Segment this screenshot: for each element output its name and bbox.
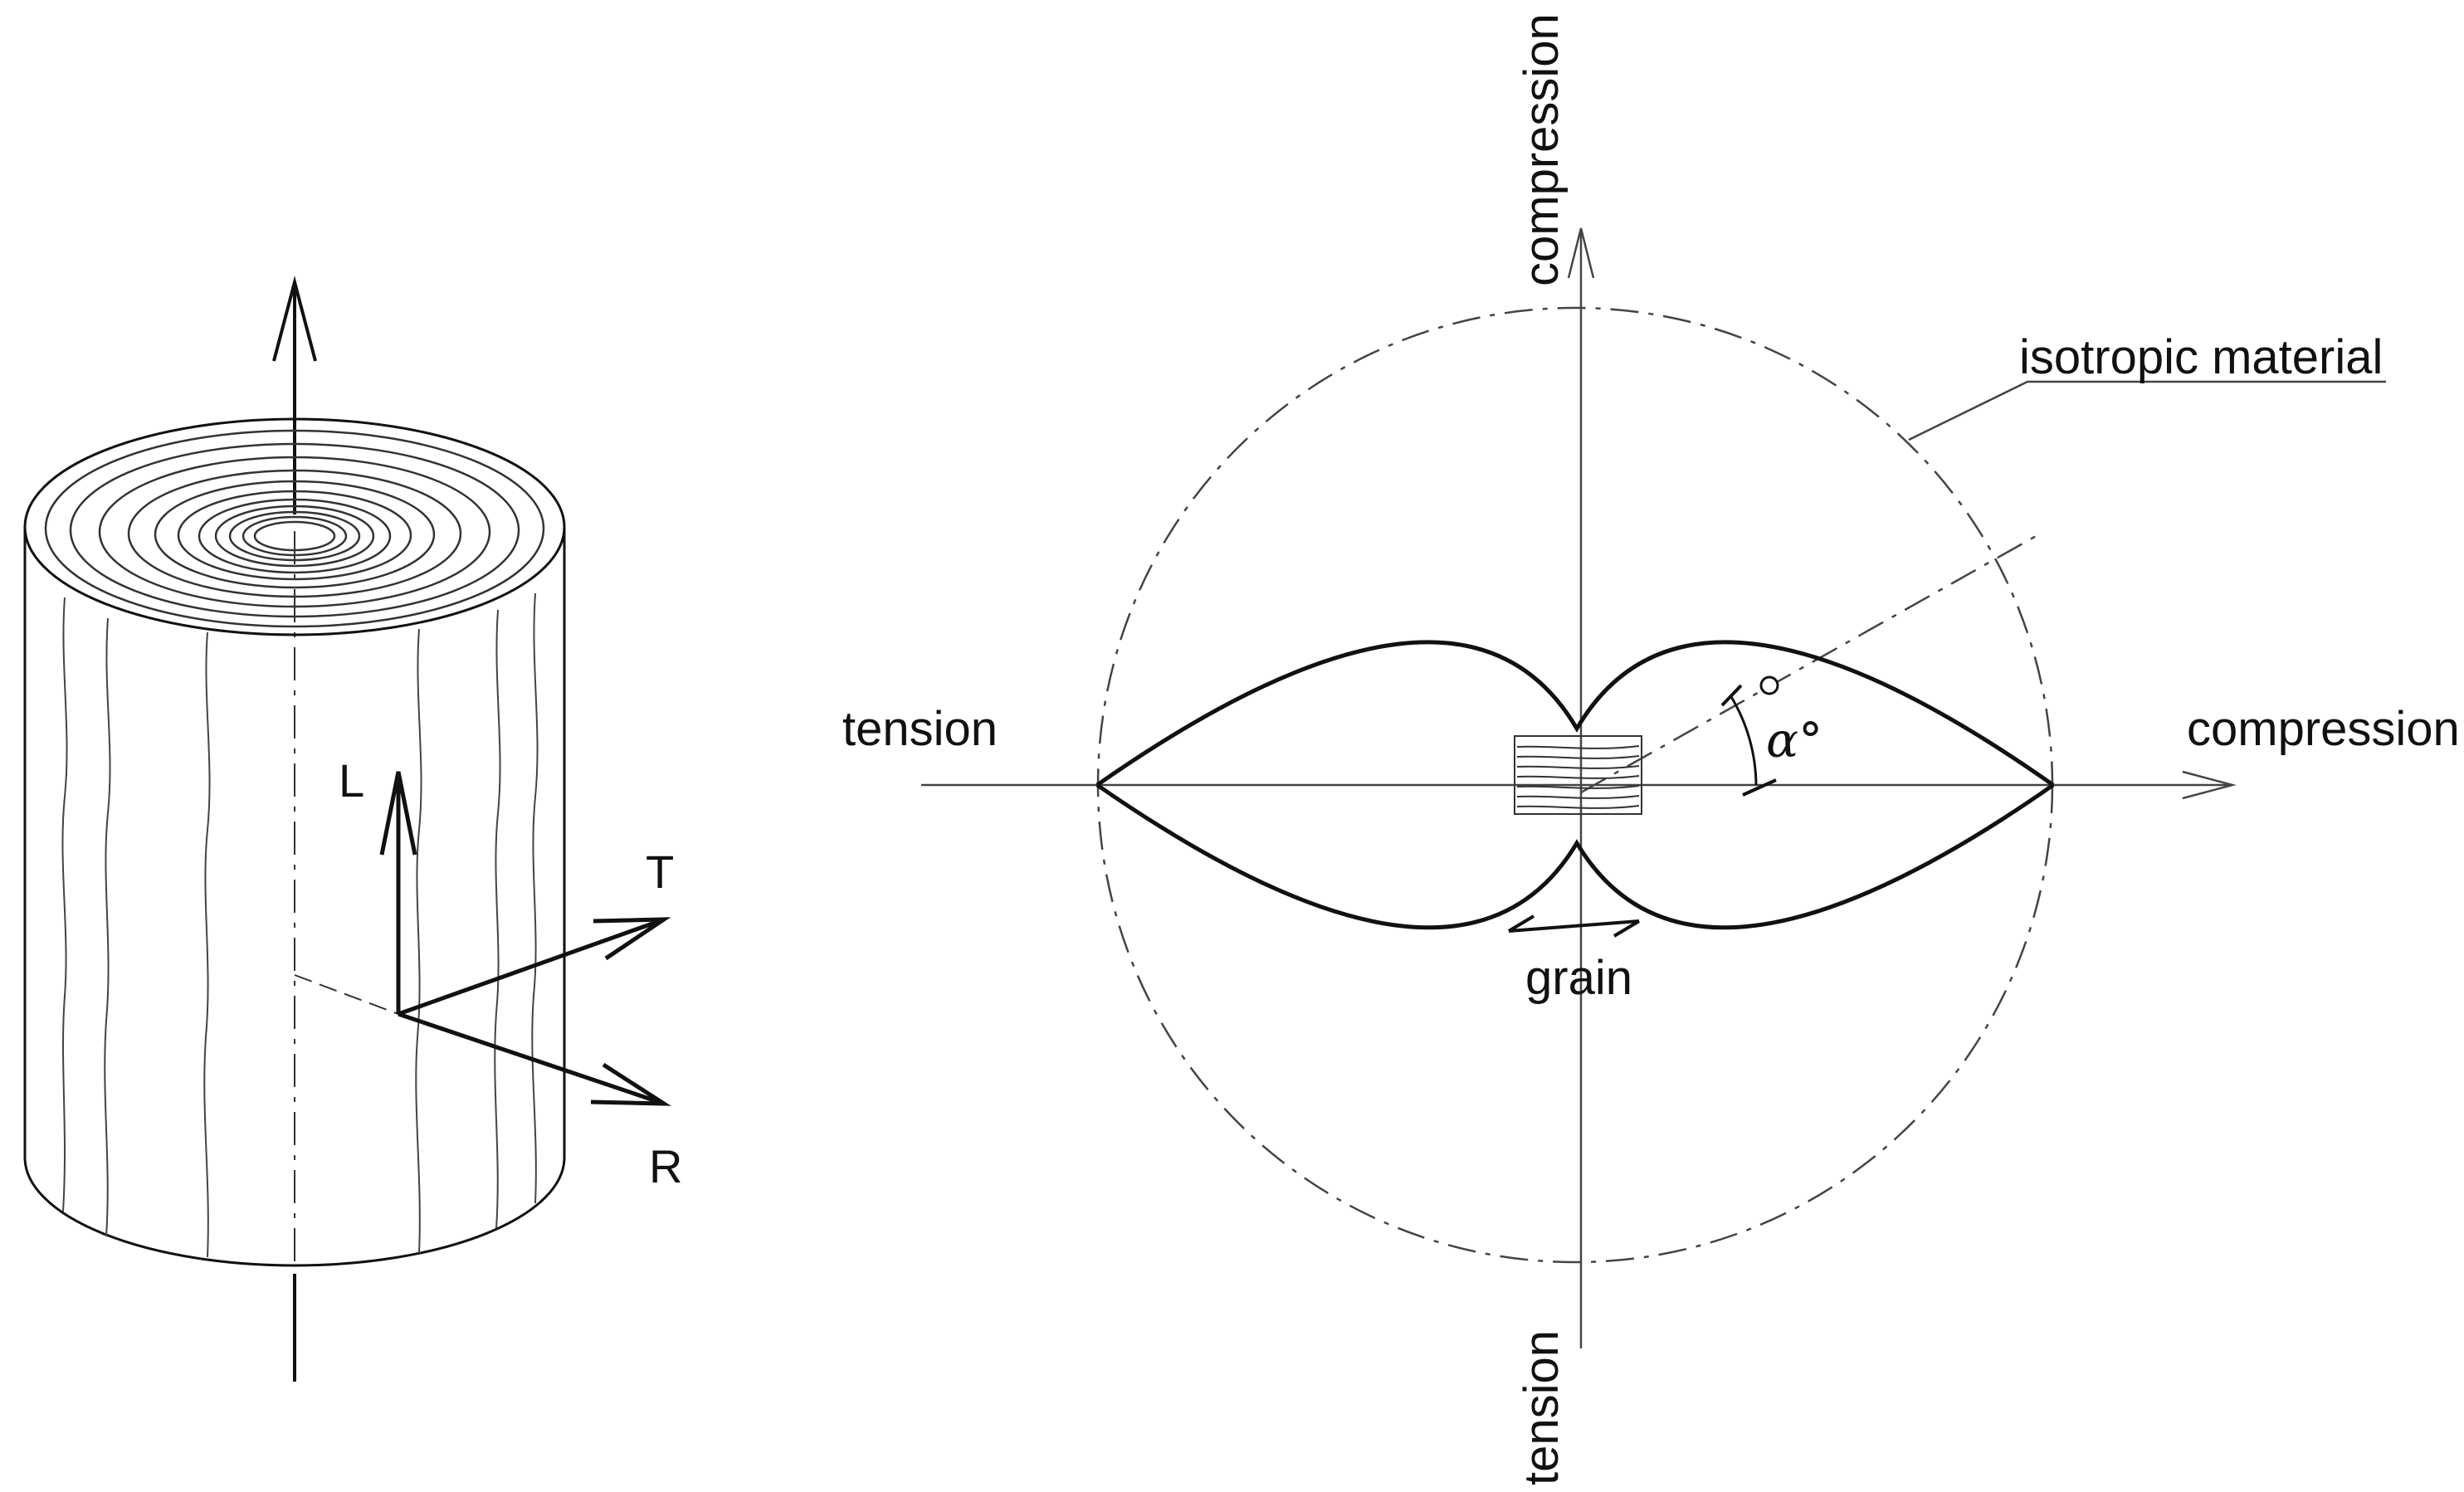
r-axis-arrow: [398, 1012, 665, 1106]
growth-rings: [44, 429, 545, 628]
grain-lines: [61, 592, 539, 1258]
grain-specimen: [1514, 735, 1642, 815]
polar-strength-diagram: tension compression isotropic material g…: [842, 13, 2460, 1485]
left-label: tension: [842, 702, 998, 756]
angle-tick-bottom: [1742, 778, 1777, 797]
grain-direction-arrow: [1507, 914, 1641, 938]
log-top-face: [23, 417, 566, 636]
isotropic-label: isotropic material: [2019, 330, 2383, 384]
grain-label: grain: [1525, 951, 1632, 1005]
isotropic-leader: [1908, 380, 2386, 441]
strength-envelope: [1095, 640, 2055, 930]
angle-tick-top: [1720, 684, 1743, 707]
t-axis-arrow: [398, 917, 665, 1017]
local-axes: [379, 771, 671, 1106]
angle-label: α°: [1766, 712, 1822, 768]
angle-reference-line: [1580, 534, 2038, 794]
l-axis-label: L: [339, 754, 364, 807]
r-axis-label: R: [649, 1140, 682, 1192]
log-body: [23, 527, 566, 1267]
t-axis-label: T: [646, 846, 674, 898]
log-axis-arrowhead: [272, 275, 317, 362]
top-label: compression: [1515, 13, 1569, 286]
envelope-point: [1759, 675, 1779, 695]
envelope-upper: [1095, 640, 2055, 787]
envelope-lower: [1095, 783, 2055, 930]
angle-arc: [1729, 695, 1758, 786]
right-label: compression: [2187, 702, 2460, 756]
origin-dash: [294, 974, 399, 1015]
wood-log-cylinder: L T R: [23, 275, 682, 1382]
bottom-label: tension: [1515, 1330, 1569, 1485]
